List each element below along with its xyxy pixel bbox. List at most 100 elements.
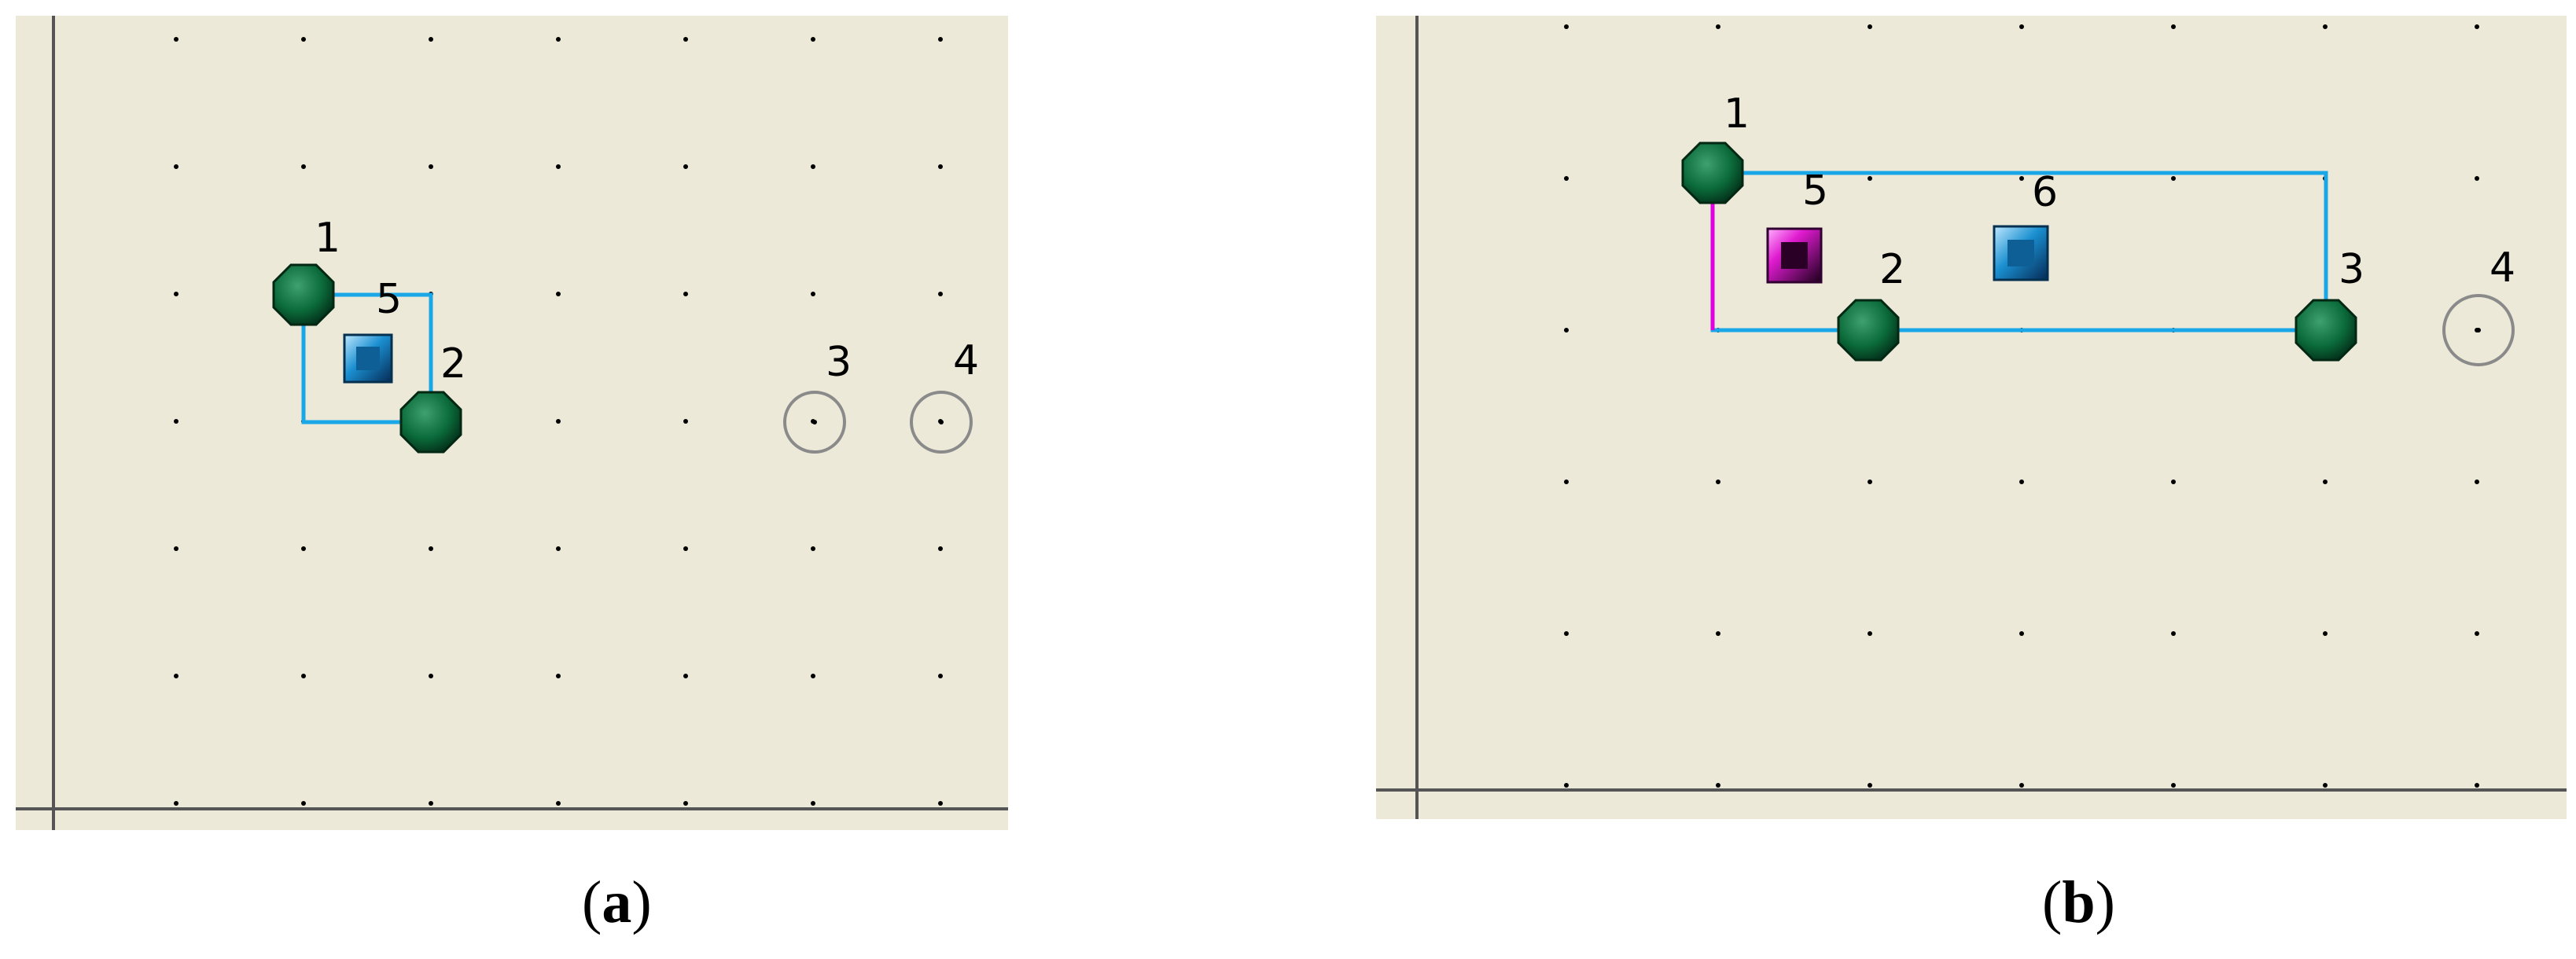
- node-4[interactable]: 4: [910, 337, 979, 454]
- panel-b-caption: (b): [2042, 869, 2115, 937]
- grid-dot: [556, 801, 561, 806]
- caption-letter: b: [2062, 869, 2096, 935]
- grid-dot: [2019, 783, 2024, 788]
- grid-dot: [938, 292, 943, 296]
- green-octagon-node-icon: [1837, 299, 1900, 362]
- element-5[interactable]: 5: [343, 276, 402, 384]
- grid-dot: [429, 37, 433, 42]
- grid-dot: [683, 419, 688, 424]
- grid-dot: [556, 674, 561, 678]
- grid-dot: [938, 674, 943, 678]
- grid-dot: [683, 292, 688, 296]
- grid-dot: [1716, 24, 1720, 29]
- grid-dot: [1868, 24, 1872, 29]
- grid-dot: [301, 674, 306, 678]
- green-octagon-node-icon: [399, 391, 462, 454]
- grid-dot: [938, 801, 943, 806]
- panel-b-svg: 1 2 3 4 5 6: [1376, 16, 2567, 819]
- node-label: 1: [1724, 90, 1750, 138]
- green-octagon-node-icon: [2294, 299, 2357, 362]
- grid-dot: [429, 164, 433, 169]
- grid-dot: [174, 674, 178, 678]
- grid-dot: [1564, 480, 1569, 484]
- element-6[interactable]: 6: [1993, 169, 2058, 281]
- grid-dot: [2475, 783, 2479, 788]
- grid-dot: [174, 164, 178, 169]
- node-1[interactable]: 1: [1681, 90, 1750, 204]
- grid-dot: [2171, 631, 2176, 636]
- grid-dot: [2475, 631, 2479, 636]
- caption-paren-close: ): [631, 869, 652, 935]
- node-2[interactable]: 2: [399, 340, 466, 454]
- grid-dot: [938, 164, 943, 169]
- node-label: 4: [2490, 244, 2515, 292]
- green-octagon-node-icon: [272, 263, 335, 326]
- grid-dot: [174, 801, 178, 806]
- grid-dot: [174, 292, 178, 296]
- grid-dot: [2171, 176, 2176, 181]
- grid-dot: [2475, 24, 2479, 29]
- grid-dot: [174, 546, 178, 551]
- node-3[interactable]: 3: [2294, 246, 2364, 362]
- grid-dot: [2475, 176, 2479, 181]
- grid-dot: [2323, 631, 2328, 636]
- node-label: 3: [2339, 246, 2364, 293]
- grid-dot: [1564, 631, 1569, 636]
- grid-dot: [2019, 176, 2024, 181]
- caption-letter: a: [602, 869, 632, 935]
- grid-dot: [556, 419, 561, 424]
- grid-dot: [2475, 480, 2479, 484]
- node-4[interactable]: 4: [2442, 244, 2515, 366]
- node-label: 2: [1879, 246, 1905, 293]
- grid-dot: [1716, 480, 1720, 484]
- element-5[interactable]: 5: [1766, 167, 1828, 284]
- grid-dot: [174, 37, 178, 42]
- grid-dot: [1564, 783, 1569, 788]
- grid-dot: [2171, 480, 2176, 484]
- caption-paren-open: (: [2042, 869, 2063, 935]
- grid-dot: [1716, 783, 1720, 788]
- grid-dot: [811, 546, 815, 551]
- grid-dot: [174, 419, 178, 424]
- grid-dot: [2323, 24, 2328, 29]
- grid-dot: [811, 674, 815, 678]
- grid-dot: [1564, 176, 1569, 181]
- node-label: 4: [953, 337, 979, 384]
- caption-paren-close: ): [2095, 869, 2115, 935]
- square-element-icon: [1993, 225, 2049, 281]
- grid-dot: [301, 801, 306, 806]
- panel-b-canvas: 1 2 3 4 5 6: [1376, 16, 2567, 819]
- grid-dot: [2019, 24, 2024, 29]
- grid-dot: [2323, 480, 2328, 484]
- element-label: 5: [376, 276, 402, 323]
- canvas-background: [16, 16, 1008, 830]
- grid-dot: [2019, 480, 2024, 484]
- hollow-circle-node-icon: [910, 391, 973, 454]
- grid-dot: [1564, 328, 1569, 333]
- grid-dot: [2019, 631, 2024, 636]
- node-1[interactable]: 1: [272, 215, 591, 588]
- grid-dot: [1868, 631, 1872, 636]
- node-label: 1: [315, 215, 340, 262]
- panel-a-canvas: 1 2 3 4 5: [16, 16, 1008, 830]
- grid-dot: [556, 164, 561, 169]
- grid-dot: [301, 164, 306, 169]
- grid-dots: [174, 37, 943, 806]
- grid-dot: [1868, 783, 1872, 788]
- grid-dot: [938, 546, 943, 551]
- grid-dot: [683, 674, 688, 678]
- grid-dot: [683, 801, 688, 806]
- node-3[interactable]: 3: [783, 339, 852, 454]
- grid-dot: [811, 37, 815, 42]
- grid-dot: [2323, 783, 2328, 788]
- grid-dot: [683, 546, 688, 551]
- panel-a-svg: 1 2 3 4 5: [16, 16, 1008, 830]
- grid-dot: [811, 292, 815, 296]
- grid-dot: [683, 164, 688, 169]
- element-5-outline: [301, 292, 433, 424]
- canvas-background: [1376, 16, 2567, 819]
- node-label: 3: [826, 339, 852, 386]
- element-label: 6: [2032, 169, 2058, 216]
- green-octagon-node-icon: [1681, 141, 1744, 204]
- node-2[interactable]: 2: [1837, 246, 1905, 362]
